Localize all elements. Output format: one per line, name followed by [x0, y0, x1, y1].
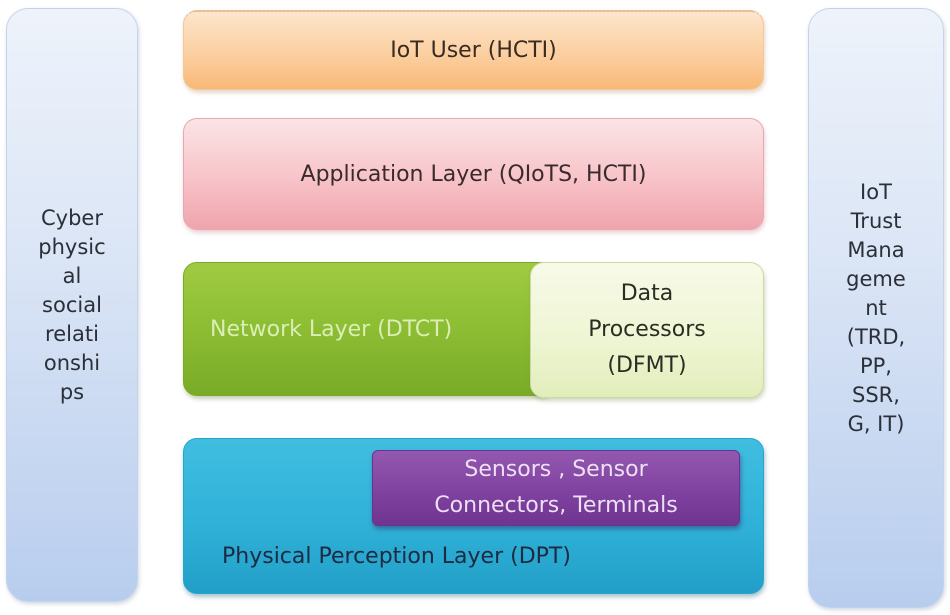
data-processors-label: Data Processors (DFMT) [588, 281, 706, 378]
application-layer: Application Layer (QIoTS, HCTI) [183, 118, 764, 230]
application-layer-label: Application Layer (QIoTS, HCTI) [300, 161, 647, 187]
iot-user-layer: IoT User (HCTI) [183, 10, 764, 90]
data-processors-box: Data Processors (DFMT) [530, 262, 764, 398]
network-layer: Network Layer (DTCT) [183, 262, 553, 396]
left-panel-label: Cyber physic al social relati onshi ps [38, 205, 106, 404]
network-layer-label: Network Layer (DTCT) [210, 316, 453, 342]
physical-layer-label: Physical Perception Layer (DPT) [222, 544, 571, 569]
sensors-box: Sensors , Sensor Connectors, Terminals [372, 450, 740, 526]
iot-user-label: IoT User (HCTI) [390, 38, 557, 63]
right-panel-label: IoT Trust Mana geme nt (TRD, PP, SSR, G,… [846, 179, 906, 436]
sensors-label: Sensors , Sensor Connectors, Terminals [434, 457, 678, 518]
iot-trust-management-panel: IoT Trust Mana geme nt (TRD, PP, SSR, G,… [808, 8, 944, 608]
cyber-physical-social-relationships-panel: Cyber physic al social relati onshi ps [6, 8, 138, 602]
